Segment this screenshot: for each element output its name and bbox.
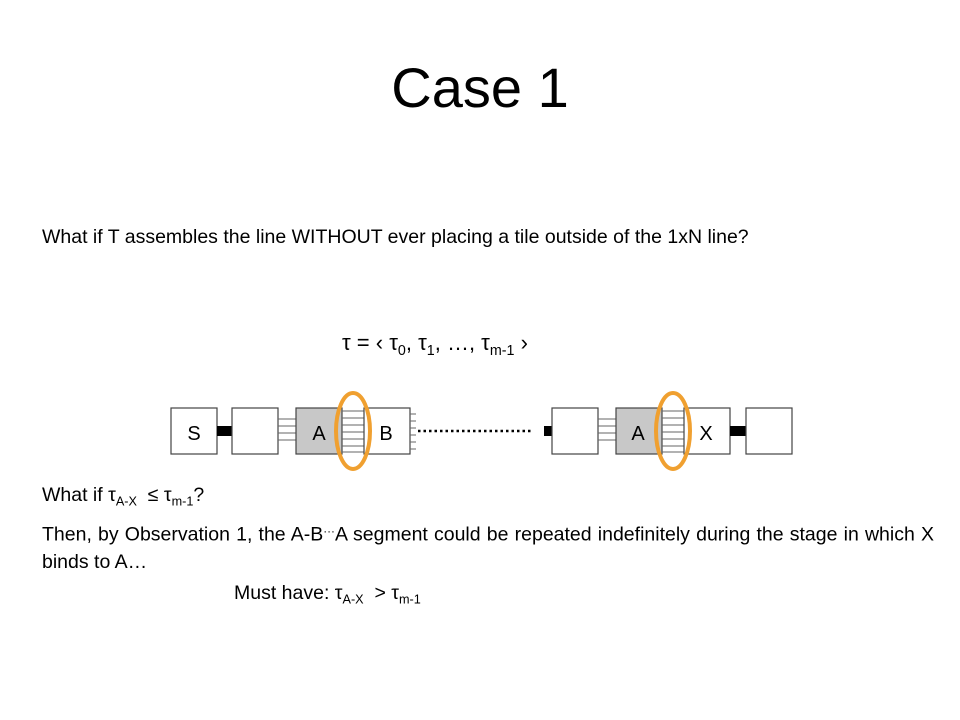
tau-sub-1: 1 [426,343,435,359]
what-if-inequality: What if τA-X ≤ τm-1? [42,484,205,509]
tile-s [170,407,218,455]
glue-lines-ax [662,410,684,453]
bond-s-blank [217,426,232,436]
question-text: What if T assembles the line WITHOUT eve… [42,226,749,248]
tile-s-label: S [187,423,200,445]
must-have-inequality: Must have: τA-X > τm-1 [234,582,421,607]
tau-mid-1: , τ [405,330,427,355]
highlight-ellipse-ax [654,391,692,471]
tile-blank-2 [551,407,599,455]
what-if-prefix: What if τ [42,484,116,506]
tau-sequence-formula: τ = ‹ τ0, τ1, …, τm-1 › [342,330,528,359]
what-if-sub-ax: A-X [115,494,137,509]
then-part-2: A segment could be repeated indefinitely… [42,523,934,574]
tile-blank-1 [231,407,279,455]
what-if-sub-m1: m-1 [171,494,194,509]
tile-b-label: B [379,423,392,445]
tau-mid-2: , …, τ [434,330,490,355]
tile-a-1-label: A [312,423,326,445]
what-if-mid: ≤ τ [136,484,172,506]
must-have-sub-m1: m-1 [398,592,421,607]
glue-lines-ab [342,410,364,453]
what-if-suffix: ? [193,484,205,506]
must-have-mid: > τ [363,582,399,604]
tile-x-label: X [699,423,712,445]
tau-lhs: τ = ‹ τ [342,330,398,355]
glue-lines-1 [278,418,296,441]
then-part-1: Then, by Observation 1, the A-B [42,523,324,546]
glue-lines-2 [598,418,616,441]
bond-x-blank [730,426,746,436]
glue-lines-b-right [410,413,416,450]
must-have-prefix: Must have: τ [234,582,343,604]
tile-b [363,407,411,455]
slide-title: Case 1 [391,56,569,119]
highlight-ellipse-ab [334,391,372,471]
then-paragraph: Then, by Observation 1, the A-B···A segm… [42,518,934,576]
must-have-sub-ax: A-X [342,592,364,607]
tile-blank-3 [745,407,793,455]
tau-sub-0: 0 [397,343,406,359]
bond-dots-blank [544,426,552,436]
tile-a-2-label: A [631,423,645,445]
then-dots: ··· [323,525,335,538]
tau-sub-last: m-1 [489,343,515,359]
tau-close: › [514,330,528,355]
